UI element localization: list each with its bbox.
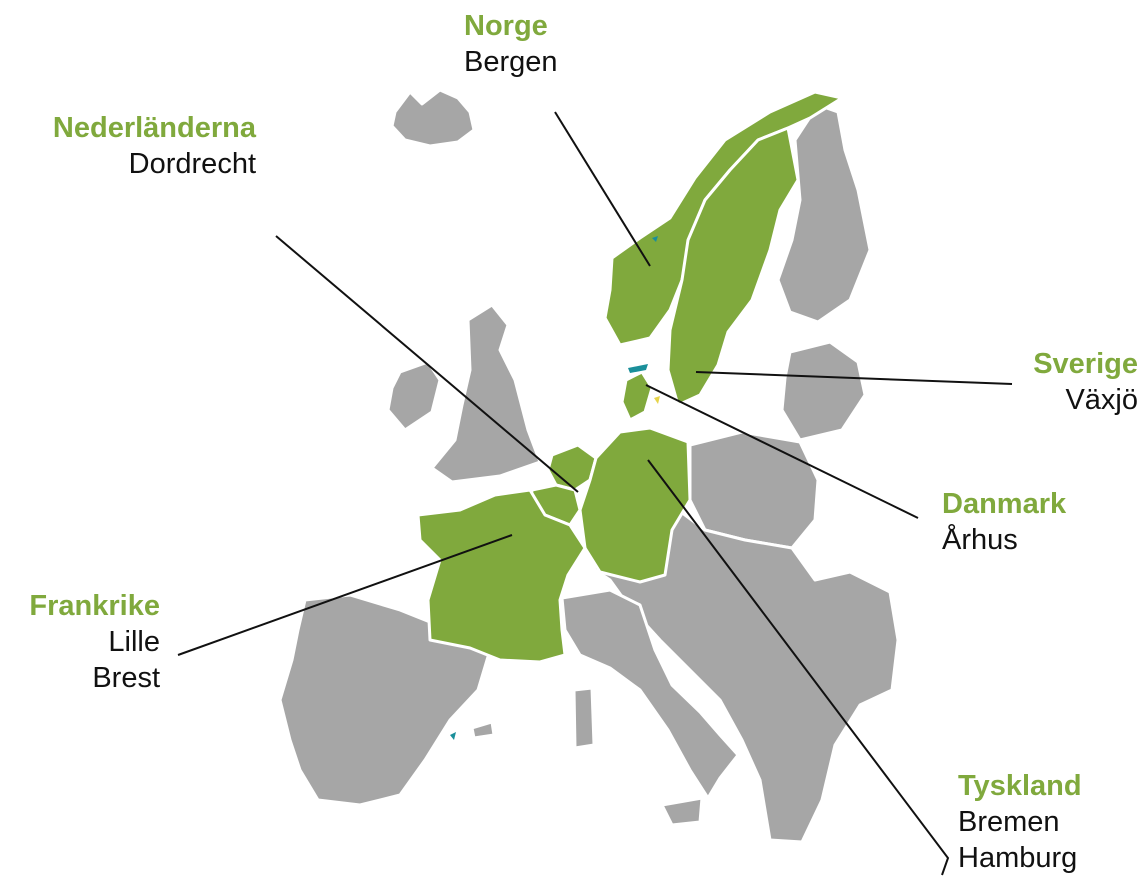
country-name: Tyskland bbox=[958, 770, 1082, 802]
france bbox=[416, 488, 587, 664]
finland bbox=[776, 103, 872, 324]
poland bbox=[688, 430, 820, 550]
city-name: Lille bbox=[108, 626, 160, 658]
iceland bbox=[390, 88, 476, 148]
denmark bbox=[620, 370, 654, 422]
label-frankrike: Frankrike Lille Brest bbox=[10, 588, 160, 696]
city-name: Bremen bbox=[958, 806, 1060, 838]
balearic bbox=[470, 720, 496, 740]
sicily bbox=[660, 796, 704, 827]
label-tyskland: Tyskland Bremen Hamburg bbox=[958, 768, 1082, 876]
label-norge: Norge Bergen bbox=[464, 8, 558, 80]
great-britain bbox=[430, 303, 542, 484]
central-europe bbox=[588, 498, 900, 844]
leader-nederlanderna bbox=[275, 235, 579, 493]
country-name: Frankrike bbox=[29, 590, 160, 622]
city-name: Dordrecht bbox=[128, 148, 256, 180]
germany bbox=[578, 426, 692, 584]
label-danmark: Danmark Århus bbox=[942, 486, 1066, 558]
city-name: Århus bbox=[942, 524, 1018, 556]
yellow-marker bbox=[654, 396, 660, 404]
sweden bbox=[666, 126, 800, 407]
leader-tyskland bbox=[647, 459, 950, 876]
sardinia bbox=[572, 686, 596, 750]
teal-marker bbox=[450, 732, 456, 740]
netherlands bbox=[546, 443, 598, 492]
label-nederlanderna: Nederländerna Dordrecht bbox=[20, 110, 256, 182]
teal-marker bbox=[652, 236, 658, 242]
country-name: Norge bbox=[464, 10, 548, 42]
city-name: Växjö bbox=[1065, 384, 1138, 416]
leader-norge bbox=[554, 111, 651, 267]
teal-marker bbox=[628, 364, 648, 373]
city-name: Hamburg bbox=[958, 842, 1078, 874]
leader-danmark bbox=[645, 384, 919, 519]
italy bbox=[560, 588, 740, 800]
country-name: Nederländerna bbox=[52, 112, 256, 144]
baltics bbox=[780, 340, 867, 442]
label-sverige: Sverige Växjö bbox=[990, 346, 1138, 418]
city-name: Bergen bbox=[464, 46, 558, 78]
city-name: Brest bbox=[92, 662, 160, 694]
leader-frankrike bbox=[177, 534, 513, 656]
leader-sverige bbox=[695, 371, 1013, 385]
country-name: Sverige bbox=[1033, 348, 1138, 380]
ireland bbox=[386, 360, 442, 432]
country-name: Danmark bbox=[942, 488, 1067, 520]
